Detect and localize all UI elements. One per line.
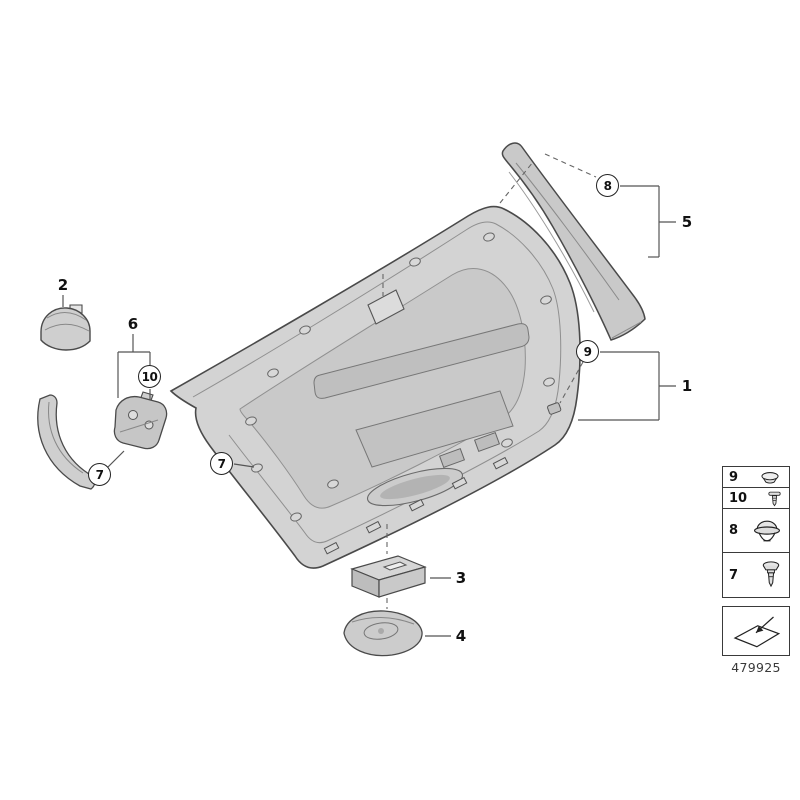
gutter-strip-part: [37, 394, 96, 490]
view-direction-box: [722, 606, 790, 656]
lower-recess: [355, 390, 514, 468]
lock-trim-bracket: [350, 555, 427, 598]
callout-5[interactable]: 5: [681, 213, 693, 231]
grommet-fastener-icon: [757, 469, 783, 485]
view-direction-arrow-icon: [728, 611, 784, 651]
edge-clip: [547, 402, 562, 415]
callout-9[interactable]: 9: [576, 340, 599, 363]
expansion-rivet-icon: [759, 559, 783, 591]
push-button-clip-icon: [751, 516, 783, 546]
callout-7-left[interactable]: 7: [88, 463, 111, 486]
lock-cover-part: [343, 610, 423, 657]
upper-recess: [313, 323, 530, 399]
release-opening: [367, 289, 405, 325]
legend-row-8[interactable]: 8: [723, 509, 789, 553]
assembly-dashed-lines: [382, 153, 597, 609]
legend-row-7[interactable]: 7: [723, 553, 789, 597]
diagram-number: 479925: [731, 660, 781, 675]
legend-label-10: 10: [729, 490, 748, 506]
callout-1[interactable]: 1: [681, 377, 693, 395]
legend-row-10[interactable]: 10: [723, 488, 789, 509]
callout-2[interactable]: 2: [57, 276, 69, 294]
callout-7-mid[interactable]: 7: [210, 452, 233, 475]
callout-6[interactable]: 6: [127, 315, 139, 333]
callout-4[interactable]: 4: [455, 627, 467, 645]
panel-fastener-bosses: [245, 232, 555, 522]
small-cap-part: [40, 304, 91, 351]
expanding-rivet-icon: [766, 490, 783, 507]
legend-label-7: 7: [729, 567, 739, 583]
bracket-part: [113, 391, 168, 450]
fastener-legend: 9 10 8: [722, 466, 790, 598]
pillar-trim-panel: [501, 142, 646, 341]
legend-label-9: 9: [729, 469, 739, 485]
trunk-lid-trim-panel: [169, 205, 581, 569]
callout-8[interactable]: 8: [596, 174, 619, 197]
panel-clip-slots: [323, 431, 509, 555]
legend-label-8: 8: [729, 523, 739, 538]
legend-row-9[interactable]: 9: [723, 467, 789, 488]
callout-3[interactable]: 3: [455, 569, 467, 587]
leader-lines: [62, 185, 676, 637]
callout-10[interactable]: 10: [138, 365, 161, 388]
